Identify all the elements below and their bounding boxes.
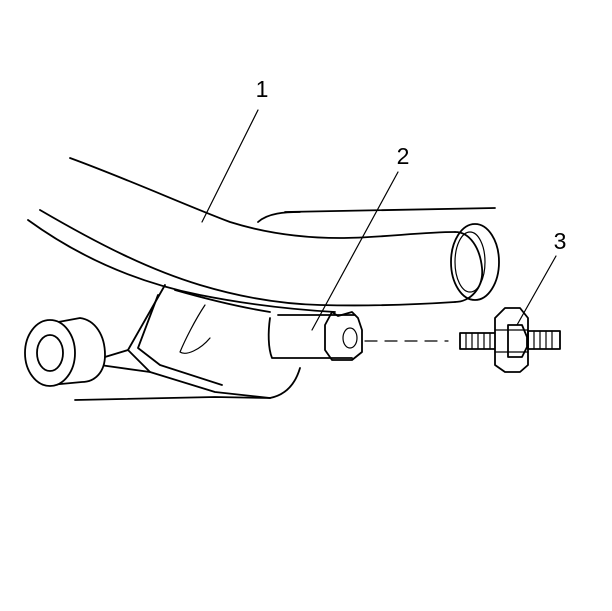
leader-line-1 (201, 109, 259, 223)
leader-line-2 (311, 171, 399, 331)
callout-1: 1 (256, 76, 269, 102)
flange-bolt (459, 307, 561, 373)
exhaust-pipe (39, 157, 500, 307)
hanger-bracket (94, 284, 363, 399)
leader-lines (201, 109, 557, 331)
callout-3: 3 (554, 228, 567, 254)
frame-background-lines (27, 207, 496, 401)
leader-line-3 (516, 255, 557, 326)
callout-2: 2 (397, 143, 410, 169)
rubber-isolator (24, 317, 106, 387)
